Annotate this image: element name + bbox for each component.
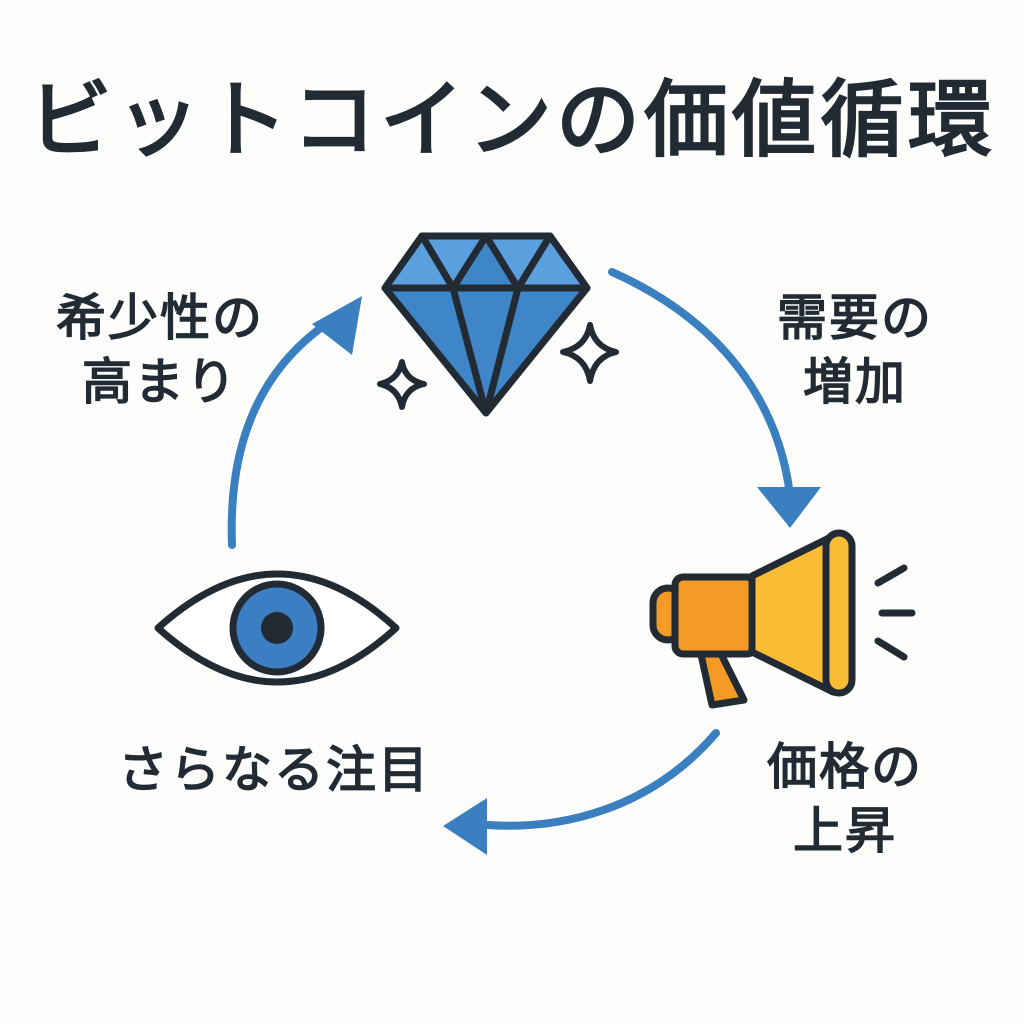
arrowhead-left [443,798,487,855]
sparkle-icon [377,322,619,410]
label-demand: 需要の 増加 [760,286,950,414]
label-price-line1: 価格の [767,738,923,796]
arrow-price-to-attention [484,729,720,830]
label-scarcity: 希少性の 高まり [40,286,280,414]
eye-icon [154,570,400,686]
megaphone-icon [649,529,916,709]
label-scarcity-line2: 高まり [82,353,238,411]
label-price-line2: 上昇 [793,802,897,860]
label-attention: さらなる注目 [118,741,430,799]
diamond-icon [381,232,591,417]
label-price: 価格の 上昇 [750,735,940,863]
arrow-diamond-to-demand [608,268,794,499]
page-title: ビットコインの価値循環 [27,71,996,169]
arrowhead-down [757,487,821,528]
arrow-heads [312,296,821,855]
arrow-scarcity-to-diamond [227,314,339,549]
cycle-arrows [227,268,794,830]
label-scarcity-line1: 希少性の [56,289,264,347]
arrowhead-up [312,296,362,355]
label-demand-line2: 増加 [803,353,907,411]
label-demand-line1: 需要の [777,289,933,347]
